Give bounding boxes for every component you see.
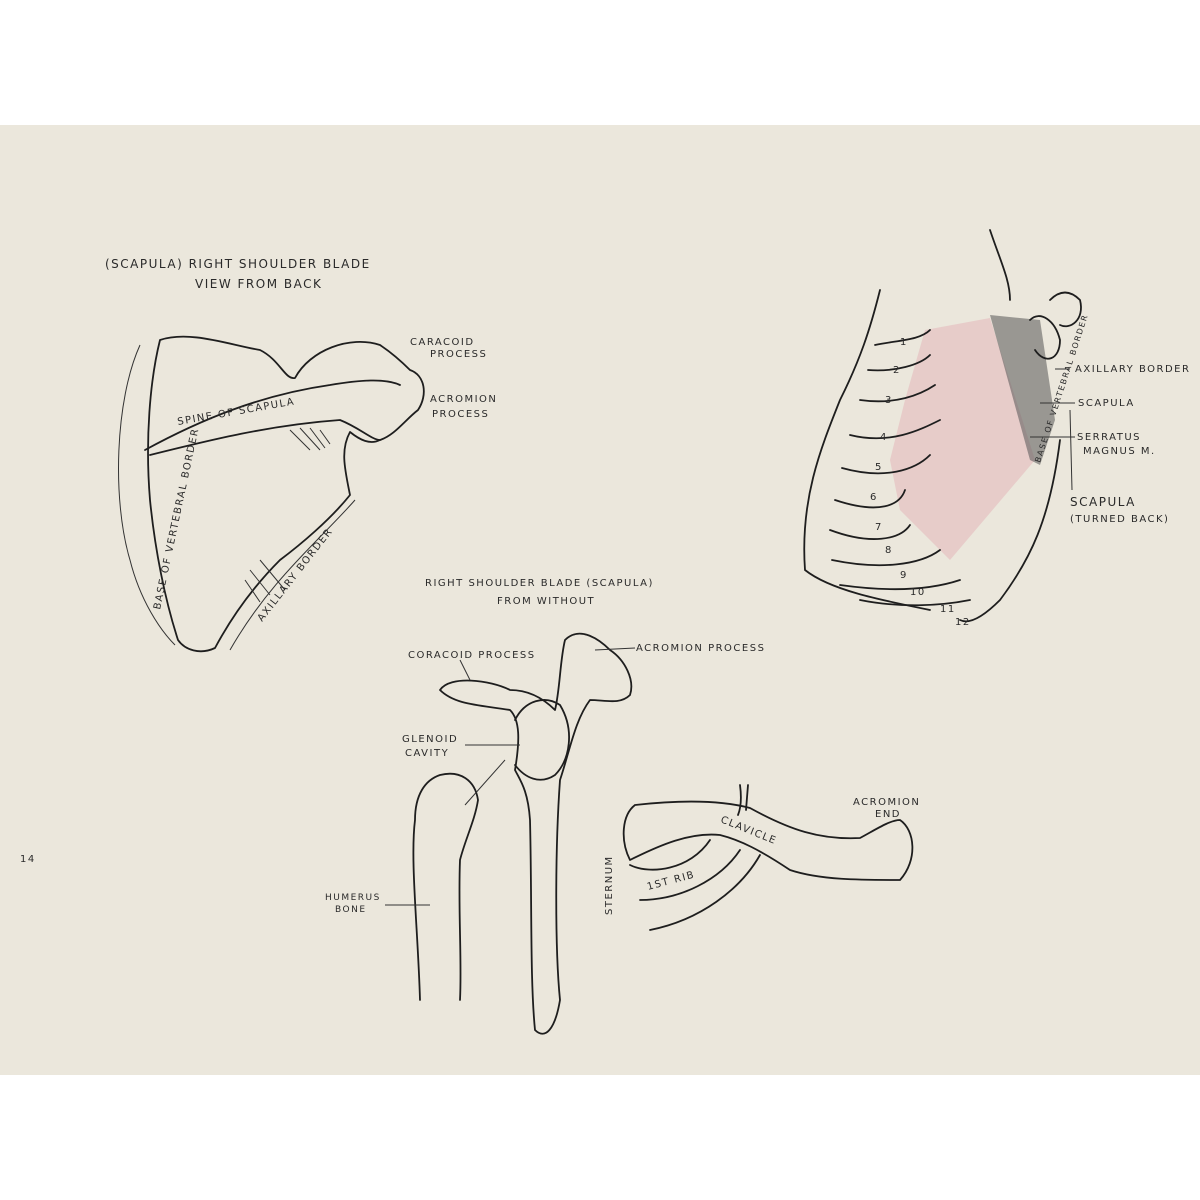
leader-lines [385, 647, 636, 906]
rib-number: 6 [870, 492, 878, 503]
vertebral-border-arrow [118, 344, 176, 646]
scapula-side-outline [439, 632, 633, 1035]
title-back-1: (SCAPULA) RIGHT SHOULDER BLADE [105, 257, 371, 271]
label-acromion-process: ACROMION PROCESS [636, 643, 765, 654]
serratus-muscle [890, 318, 1035, 560]
label-turned-1: SCAPULA [1070, 495, 1136, 509]
label-scapula: SCAPULA [1078, 398, 1135, 409]
rib-number: 4 [880, 432, 888, 443]
label-acromion-end-1: ACROMION [853, 797, 920, 808]
label-humerus-1: HUMERUS [325, 893, 381, 903]
leader-lines [1030, 368, 1075, 491]
rib-number: 7 [875, 522, 883, 533]
ribcage-figure: 1 2 3 4 5 6 7 8 9 10 11 12 BASE OF VERTE… [803, 229, 1190, 628]
rib-number: 3 [885, 395, 893, 406]
label-clavicle: CLAVICLE [719, 815, 778, 848]
label-humerus-2: BONE [335, 905, 367, 915]
humerus-bone [412, 772, 479, 1001]
scapula-without-figure: RIGHT SHOULDER BLADE (SCAPULA) FROM WITH… [325, 578, 765, 1035]
scapula-outline [147, 335, 425, 653]
hatching [244, 427, 331, 603]
label-serratus-2: MAGNUS M. [1083, 446, 1156, 457]
axillary-border-arrow [229, 499, 356, 651]
clavicle-outline [622, 800, 914, 881]
label-glenoid-2: CAVITY [405, 748, 449, 759]
rib-number: 9 [900, 570, 908, 581]
rib-number: 1 [900, 337, 908, 348]
rib-number: 12 [955, 617, 971, 628]
label-sternum: STERNUM [604, 855, 615, 915]
label-glenoid-1: GLENOID [402, 734, 458, 745]
title-without-1: RIGHT SHOULDER BLADE (SCAPULA) [425, 578, 654, 589]
label-vertebral-border: BASE OF VERTEBRAL BORDER [152, 427, 201, 611]
label-axillary-border: AXILLARY BORDER [256, 526, 336, 624]
rib-number: 2 [893, 365, 901, 376]
rib-numbers: 1 2 3 4 5 6 7 8 9 10 11 12 [870, 337, 971, 628]
ribcage-outline [803, 229, 1061, 623]
scapula-spine [144, 379, 401, 456]
title-without-2: FROM WITHOUT [497, 596, 595, 607]
label-axillary-border-ribcage: AXILLARY BORDER [1075, 364, 1190, 375]
rib-number: 11 [940, 604, 956, 615]
label-turned-2: (TURNED BACK) [1070, 514, 1169, 525]
label-spine: SPINE OF SCAPULA [177, 396, 296, 428]
margin-mark: 14 [20, 854, 36, 865]
label-serratus-1: SERRATUS [1077, 432, 1141, 443]
label-coracoid-2: PROCESS [430, 349, 487, 360]
glenoid-cavity [514, 699, 570, 781]
label-coracoid-1: CARACOID [410, 337, 475, 348]
scapula-back-figure: (SCAPULA) RIGHT SHOULDER BLADE VIEW FROM… [105, 257, 497, 653]
rib-number: 10 [910, 587, 926, 598]
label-acromion-1: ACROMION [430, 394, 497, 405]
clavicle-stub [1029, 291, 1082, 360]
ribs [829, 329, 971, 607]
title-back-2: VIEW FROM BACK [195, 277, 322, 291]
rib-number: 8 [885, 545, 893, 556]
first-rib [629, 784, 761, 931]
rib-number: 5 [875, 462, 883, 473]
clavicle-figure: STERNUM 1ST RIB CLAVICLE ACROMION END [604, 784, 920, 931]
scapula-turned-back [990, 315, 1055, 465]
label-acromion-end-2: END [875, 809, 901, 820]
label-coracoid-process: CORACOID PROCESS [408, 650, 536, 661]
label-acromion-2: PROCESS [432, 409, 489, 420]
